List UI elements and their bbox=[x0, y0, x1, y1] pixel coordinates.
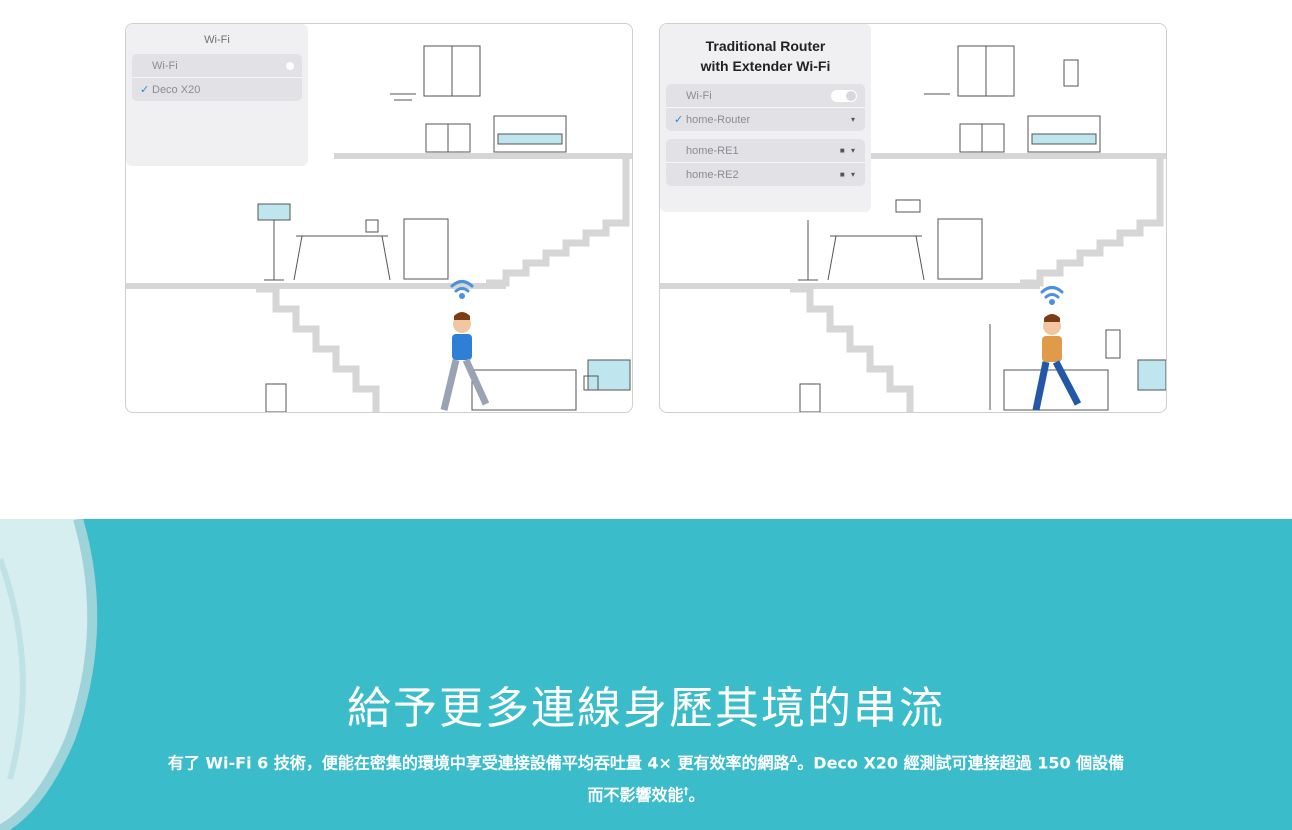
footnote-delta: Δ bbox=[789, 754, 798, 765]
wifi-signal-icon: ▾ bbox=[850, 115, 857, 124]
network-row-deco[interactable]: ✓ Deco X20 bbox=[132, 78, 302, 101]
person-walking bbox=[440, 312, 490, 411]
house-illustration bbox=[126, 45, 632, 412]
wifi-row-label: Wi-Fi bbox=[152, 59, 178, 72]
popup-title: Traditional Router with Extender Wi-Fi bbox=[666, 36, 865, 76]
deco-device-edge bbox=[0, 519, 98, 830]
popup-title-line1: Traditional Router bbox=[705, 38, 826, 54]
wifi-network-list: Wi-Fi ✓ Deco X20 bbox=[132, 54, 302, 101]
network-row-home-re1[interactable]: home-RE1 ■ ▾ bbox=[666, 139, 865, 163]
popup-title-line2: with Extender Wi-Fi bbox=[700, 58, 831, 74]
network-name: Deco X20 bbox=[152, 83, 201, 96]
other-networks-list: home-RE1 ■ ▾ home-RE2 ■ ▾ bbox=[666, 139, 865, 186]
wifi-settings-popup: Traditional Router with Extender Wi-Fi W… bbox=[660, 24, 871, 212]
network-name: home-RE2 bbox=[686, 168, 739, 181]
network-name: home-Router bbox=[686, 113, 751, 126]
wifi-toggle-row[interactable]: Wi-Fi bbox=[132, 54, 302, 78]
wifi-header: Wi-Fi bbox=[204, 34, 230, 46]
wifi-signal-icon bbox=[450, 280, 474, 299]
lock-icon: ■ ▾ bbox=[839, 170, 857, 179]
desc-text: 有了 Wi-Fi 6 技術，便能在密集的環境中享受連接設備平均吞吐量 4× 更有… bbox=[167, 753, 790, 773]
footnote-dagger: † bbox=[683, 786, 689, 798]
lock-icon: ■ ▾ bbox=[839, 146, 857, 155]
checkmark-icon: ✓ bbox=[674, 114, 684, 126]
promo-description: 有了 Wi-Fi 6 技術，便能在密集的環境中享受連接設備平均吞吐量 4× 更有… bbox=[130, 745, 1162, 810]
wifi-signal-icon bbox=[1040, 286, 1064, 305]
toggle-dot-icon[interactable] bbox=[286, 61, 294, 70]
network-row-home-router[interactable]: ✓ home-Router ▾ bbox=[666, 108, 865, 131]
traditional-router-panel: Traditional Router with Extender Wi-Fi W… bbox=[659, 23, 1167, 413]
wifi-toggle-row[interactable]: Wi-Fi bbox=[666, 84, 865, 108]
desc-text: 。Deco X20 經測試可連接超過 150 個設備 bbox=[797, 753, 1125, 773]
desc-text: 。 bbox=[688, 785, 705, 805]
network-name: home-RE1 bbox=[686, 144, 739, 157]
house-illustration bbox=[660, 45, 1166, 412]
checkmark-icon: ✓ bbox=[140, 84, 150, 96]
promo-title: 給予更多連線身歷其境的串流 bbox=[347, 683, 945, 734]
network-row-home-re2[interactable]: home-RE2 ■ ▾ bbox=[666, 163, 865, 186]
promo-banner: 給予更多連線身歷其境的串流 有了 Wi-Fi 6 技術，便能在密集的環境中享受連… bbox=[0, 519, 1292, 830]
deco-scenario-panel: Wi-Fi Wi-Fi ✓ Deco X20 bbox=[125, 23, 633, 413]
person-walking bbox=[1032, 314, 1082, 411]
wifi-network-list: Wi-Fi ✓ home-Router ▾ bbox=[666, 84, 865, 131]
wifi-toggle-switch[interactable] bbox=[831, 89, 857, 102]
wifi-row-label: Wi-Fi bbox=[686, 89, 712, 102]
wifi-settings-popup: Wi-Fi Wi-Fi ✓ Deco X20 bbox=[126, 24, 308, 166]
desc-text: 而不影響效能 bbox=[587, 785, 684, 805]
